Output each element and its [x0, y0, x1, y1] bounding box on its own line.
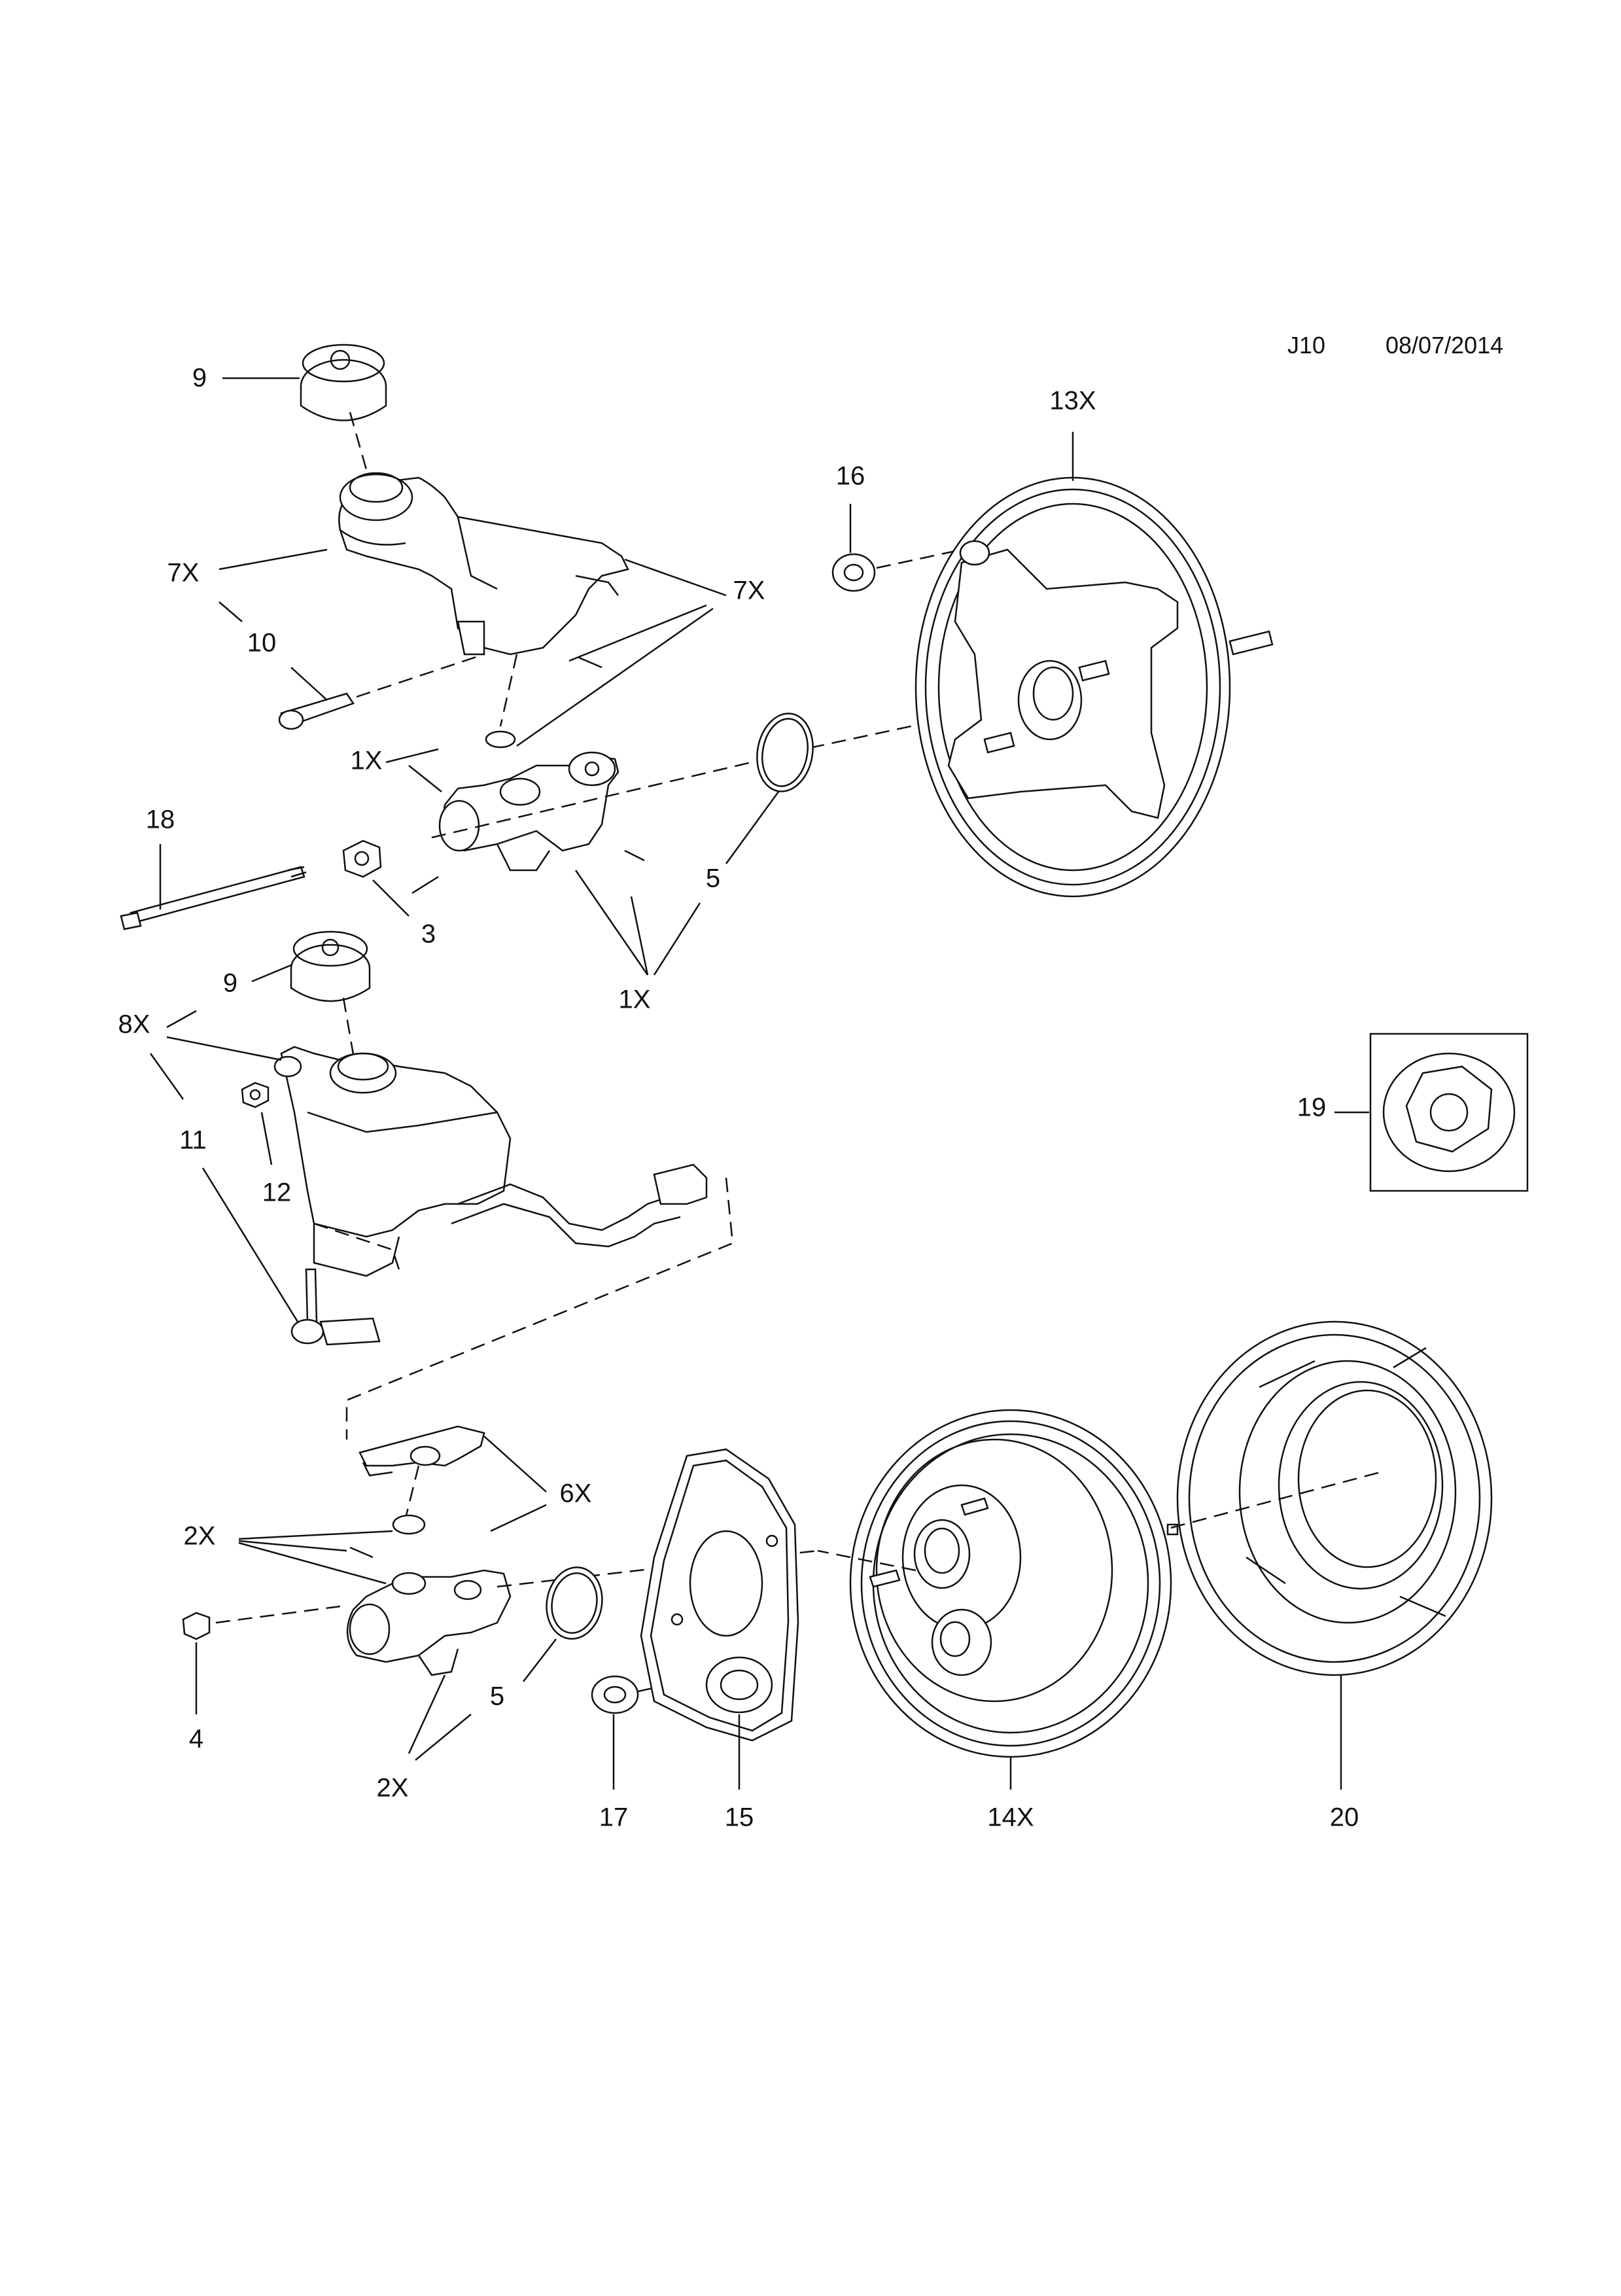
brake-booster-upper: [915, 476, 1274, 898]
callout-3: 3: [421, 920, 436, 949]
nut-4: [182, 1612, 211, 1640]
reservoir-6x: [358, 1425, 485, 1477]
callout-19: 19: [1297, 1093, 1327, 1122]
callout-20: 20: [1330, 1803, 1359, 1832]
callout-labels: 9 13X 16 7X 7X 10 1X 18 5 3 1X 9 8X 11 1…: [118, 364, 1359, 1832]
washer-17: [591, 1675, 639, 1714]
callout-16: 16: [836, 462, 865, 491]
brake-fluid-reservoir-upper: [338, 472, 629, 656]
booster-cover-seal: [1176, 1320, 1493, 1676]
callout-9-upper: 9: [192, 364, 207, 393]
callout-7x-right: 7X: [733, 576, 765, 605]
callout-9-lower: 9: [223, 969, 237, 998]
o-ring-lower: [546, 1566, 603, 1640]
callout-18: 18: [146, 805, 175, 834]
callout-1x-top: 1X: [351, 747, 383, 775]
gasket-plate: [640, 1448, 799, 1742]
brake-fluid-reservoir-lower: [273, 1046, 708, 1277]
callout-4: 4: [189, 1725, 203, 1754]
diagram-date: 08/07/2014: [1386, 332, 1503, 359]
callout-14x: 14X: [987, 1803, 1034, 1832]
reservoir-cap-upper: [300, 344, 387, 421]
diagram-code: J10: [1287, 332, 1325, 359]
fluid-level-sensor-lower: [290, 1268, 381, 1346]
callout-8x: 8X: [118, 1010, 150, 1039]
callout-5-upper: 5: [706, 864, 720, 893]
callout-13x: 13X: [1049, 387, 1096, 415]
o-ring-upper: [756, 713, 814, 792]
callout-10: 10: [247, 629, 277, 658]
master-cylinder-lower: [346, 1569, 512, 1676]
nut-19-box: [1369, 1033, 1529, 1192]
brake-booster-lower: [849, 1409, 1179, 1758]
callout-12: 12: [262, 1178, 292, 1207]
master-cylinder-upper: [438, 730, 619, 872]
fluid-level-sensor-upper: [278, 692, 355, 730]
reservoir-cap-lower: [290, 930, 371, 1002]
nut-12: [241, 1082, 270, 1108]
callout-1x-bottom: 1X: [619, 985, 651, 1014]
callout-2x-bottom: 2X: [377, 1774, 409, 1803]
callout-6x: 6X: [560, 1479, 592, 1508]
callout-11: 11: [179, 1126, 207, 1155]
callout-7x-left: 7X: [167, 559, 200, 588]
callout-15: 15: [725, 1803, 754, 1832]
washer-16: [831, 553, 876, 592]
callout-17: 17: [599, 1803, 629, 1832]
push-rod: [120, 866, 307, 930]
callout-5-lower: 5: [490, 1682, 504, 1711]
grommet-2x: [392, 1514, 426, 1535]
nut-3: [342, 839, 382, 878]
callout-2x-top: 2X: [184, 1522, 216, 1551]
